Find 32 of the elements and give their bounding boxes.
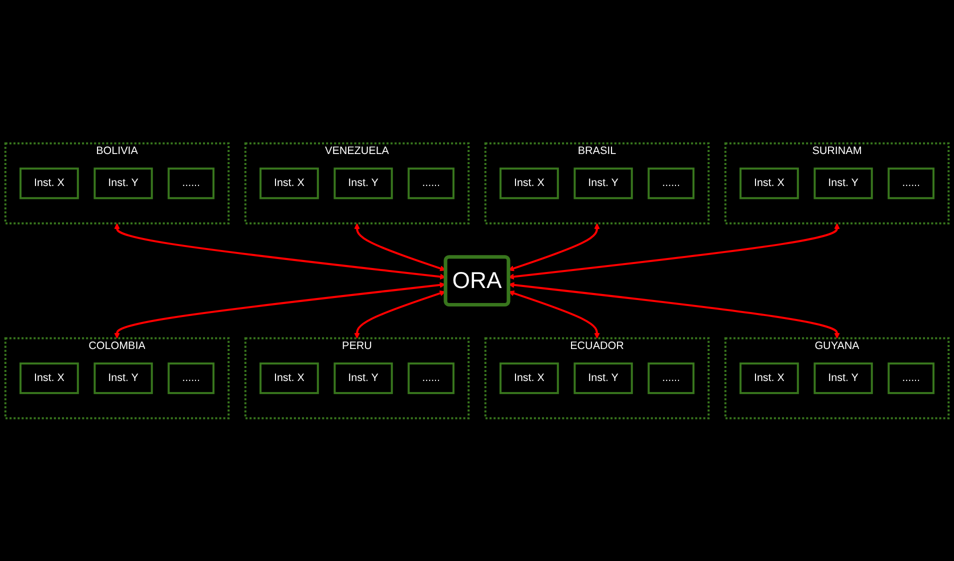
node-box: Inst. Y xyxy=(574,167,633,199)
node-box: ...... xyxy=(648,167,694,199)
arrow xyxy=(354,223,446,271)
arrow xyxy=(508,223,840,280)
node-box: ...... xyxy=(408,362,454,394)
node-box: Inst. X xyxy=(740,362,799,394)
node-box: Inst. X xyxy=(260,167,319,199)
node-box: Inst. Y xyxy=(574,362,633,394)
node-box: ...... xyxy=(168,362,214,394)
node-box: ...... xyxy=(648,362,694,394)
node-box: Inst. X xyxy=(20,167,79,199)
node-box: ...... xyxy=(888,362,934,394)
node-box: Inst. Y xyxy=(334,167,393,199)
node-box: Inst. X xyxy=(20,362,79,394)
node-box: Inst. X xyxy=(740,167,799,199)
arrow xyxy=(508,290,600,338)
node-box: ...... xyxy=(168,167,214,199)
node-box: Inst. X xyxy=(500,362,559,394)
arrow xyxy=(508,223,600,271)
node-box: Inst. Y xyxy=(814,362,873,394)
node-box: ...... xyxy=(408,167,454,199)
arrow xyxy=(354,290,446,338)
arrow xyxy=(114,223,446,280)
node-box: ...... xyxy=(888,167,934,199)
arrow xyxy=(508,282,840,338)
node-box: Inst. Y xyxy=(334,362,393,394)
node-box: Inst. Y xyxy=(814,167,873,199)
node-box: Inst. X xyxy=(260,362,319,394)
arrow xyxy=(114,282,446,338)
node-box: Inst. Y xyxy=(94,167,153,199)
node-box: Inst. Y xyxy=(94,362,153,394)
node-box: Inst. X xyxy=(500,167,559,199)
